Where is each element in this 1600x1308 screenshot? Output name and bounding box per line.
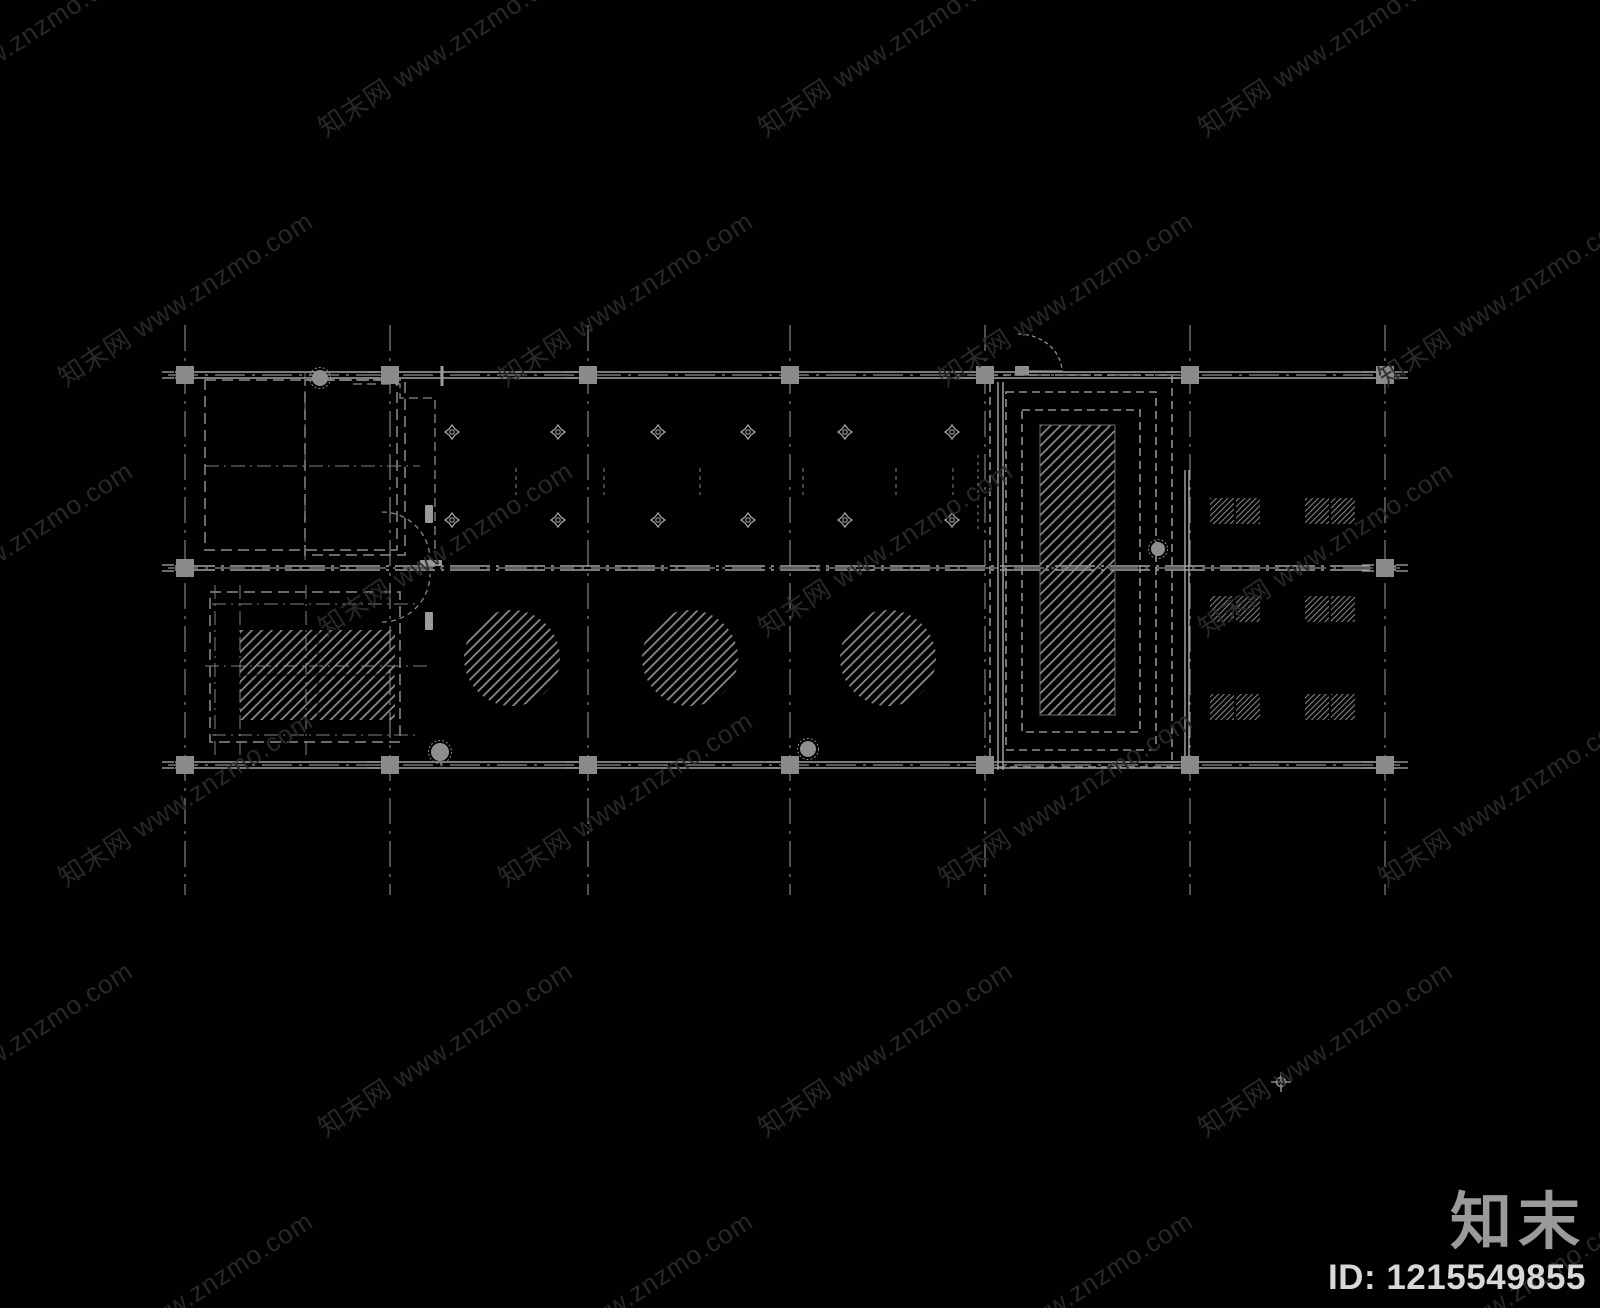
grid-marker-r1-c0 [176,559,194,577]
site-logo: 知末 ID: 1215549855 [1328,1190,1586,1298]
hatched-circle-3 [840,610,936,706]
dashed-room-lower-left [209,591,401,743]
grid-marker-r0-c4 [976,366,994,384]
shaft-rings [989,374,1173,768]
door-swing-lower [381,573,431,623]
diamond-spotlight-0-4 [836,423,854,441]
leader-annotation [1015,333,1063,375]
grid-marker-r0-c0 [176,366,194,384]
hatched-circle-2 [642,610,738,706]
hatched-tile-pair-1-0 [1210,596,1260,622]
crosshair-ring [1275,1076,1287,1088]
node-dot-mid-bottom [797,738,819,760]
hatched-circle-1 [464,610,560,706]
ceiling-fixtures [443,423,961,529]
grid-marker-r0-c5 [1181,366,1199,384]
diamond-spotlight-0-2 [649,423,667,441]
diamond-spotlight-1-1 [549,511,567,529]
grid-marker-r0-c6 [1376,366,1394,384]
dashed-room-inner-left [304,379,406,556]
diamond-spotlight-1-3 [739,511,757,529]
hatched-tile-pair-2-1 [1305,694,1355,720]
grid-marker-stubs [162,366,1408,769]
grid-marker-r2-c4 [976,756,994,774]
asset-id: ID: 1215549855 [1327,1258,1586,1297]
hatched-slab-left-group [240,630,396,720]
grid-marker-r2-c1 [381,756,399,774]
origin-crosshair [1271,1072,1291,1092]
grid-marker-r0-c3 [781,366,799,384]
shaft-ring-mid [1005,391,1157,751]
hatched-circles [464,610,936,706]
grid-marker-r1-c1 [1376,559,1394,577]
diamond-spotlight-1-0 [443,511,461,529]
grid-column-markers [176,366,1394,774]
grid-vertical-lines [184,325,1386,895]
grid-marker-r2-c0 [176,756,194,774]
shaft-ring-outer [989,374,1173,768]
grid-marker-r2-c2 [579,756,597,774]
dashed-room-upper-left [204,379,398,551]
door-swing-arcs [381,511,431,623]
grid-marker-r0-c2 [579,366,597,384]
node-dot-left-bottom [428,740,452,764]
hatched-shaft-core [1039,424,1116,716]
diamond-spotlight-1-2 [649,511,667,529]
upper-room-detail [353,383,436,552]
door-swing-upper [381,511,431,561]
door-leaf-marks [420,505,442,630]
hatched-tile-pair-0-1 [1305,498,1355,524]
shaft-jamb-lines [997,382,1190,770]
diamond-spotlight-0-3 [739,423,757,441]
diamond-spotlight-0-0 [443,423,461,441]
node-dot-top [309,367,331,389]
diamond-spotlight-1-5 [943,511,961,529]
node-dot-shaft-right [1148,539,1168,559]
node-dots [309,367,1168,764]
dashed-room-outlines [204,379,406,743]
diamond-spotlight-0-1 [549,423,567,441]
hatched-tile-blocks [1210,498,1355,720]
fixture-tick-marks [515,468,954,495]
diamond-spotlight-1-4 [836,511,854,529]
grid-marker-r2-c5 [1181,756,1199,774]
shaft-ring-inner [1021,409,1141,733]
hatched-tile-pair-1-1 [1305,596,1355,622]
brand-name: 知末 [1449,1185,1586,1258]
grid-marker-r2-c3 [781,756,799,774]
diamond-spotlight-0-5 [943,423,961,441]
grid-marker-r2-c6 [1376,756,1394,774]
hatched-tile-pair-2-0 [1210,694,1260,720]
grid-marker-r0-c1 [381,366,399,384]
hatched-tile-pair-0-0 [1210,498,1260,524]
